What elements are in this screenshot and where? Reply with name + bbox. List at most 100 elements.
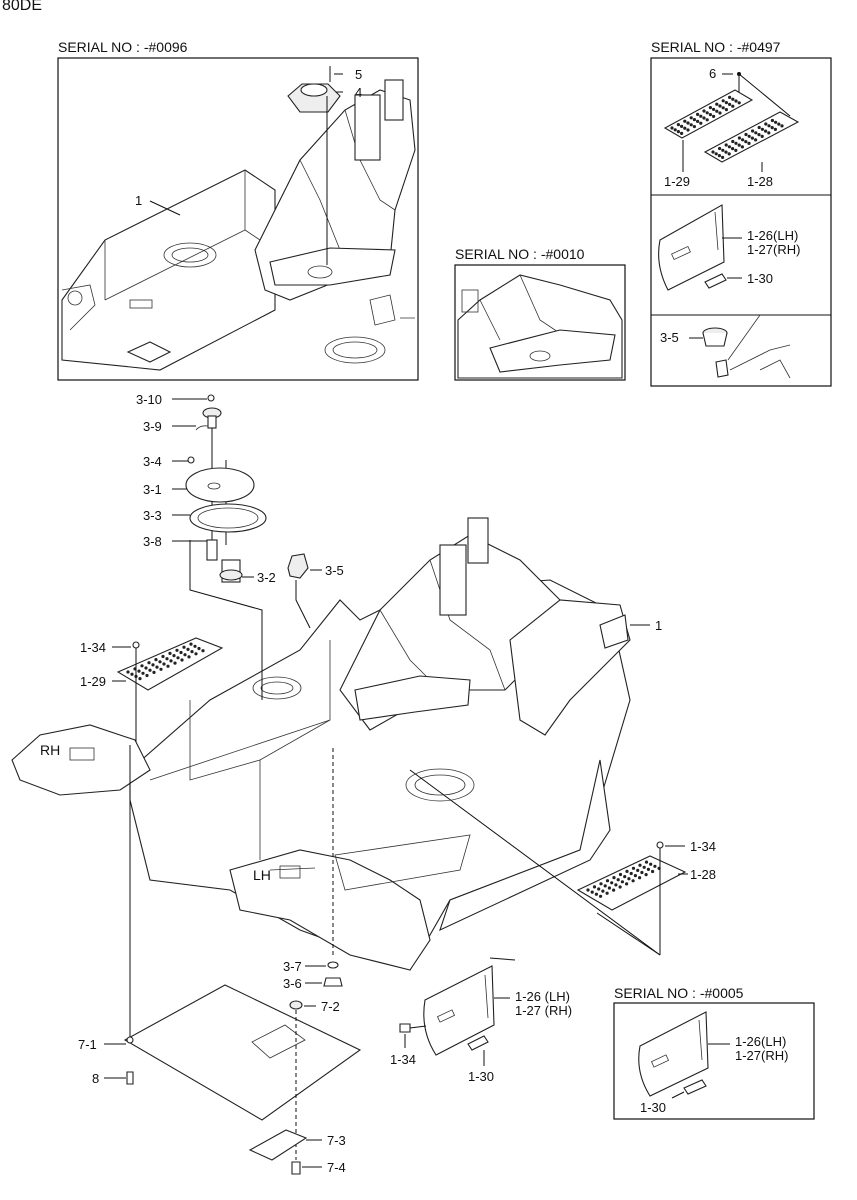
perforation-dot xyxy=(586,888,590,892)
perforation-dot xyxy=(137,669,141,673)
callout-1-26-d: 1-26(LH) xyxy=(735,1034,786,1049)
fuel-sender-stack xyxy=(185,394,311,700)
mount-detail-top xyxy=(689,314,791,379)
perforation-dot xyxy=(649,862,653,866)
perforation-dot xyxy=(754,138,758,142)
perforation-dot xyxy=(183,653,187,657)
perforation-dot xyxy=(614,883,618,887)
bottom-plate xyxy=(123,745,362,1175)
perforation-dot xyxy=(644,860,649,864)
perforation-dot xyxy=(625,869,629,874)
perforation-dot xyxy=(767,124,771,128)
perforation-dot xyxy=(696,112,700,116)
perforation-dot xyxy=(138,677,142,681)
perforation-dot xyxy=(757,125,761,130)
perforation-dot xyxy=(712,114,716,118)
side-label-rh: RH xyxy=(40,742,60,758)
panel-frame-0497 xyxy=(650,57,832,387)
perforation-dot xyxy=(676,123,681,127)
callout-1-28: 1-28 xyxy=(690,867,716,882)
panel-frame-0005 xyxy=(613,1002,815,1120)
perforation-dot xyxy=(601,889,605,893)
perforation-dot xyxy=(599,882,603,886)
perforation-dot xyxy=(605,879,610,883)
perforation-dot xyxy=(777,122,781,126)
perforation-dot xyxy=(734,99,738,103)
callout-3-2: 3-2 xyxy=(257,570,276,585)
perforation-dot xyxy=(165,657,169,661)
main-frame-assembly xyxy=(11,517,631,971)
perforation-dot xyxy=(721,99,725,103)
perforation-dot xyxy=(731,139,735,144)
perforation-dot xyxy=(689,123,693,127)
perforation-dot xyxy=(751,129,755,133)
perforation-dot xyxy=(676,130,681,134)
callout-1-30-top: 1-30 xyxy=(747,271,773,286)
perforation-dot xyxy=(166,664,170,668)
callout-1-26: 1-26 (LH) xyxy=(515,989,570,1004)
perforation-dot xyxy=(692,125,697,129)
perforation-dot xyxy=(180,658,184,662)
perforation-dot xyxy=(718,146,722,151)
perforation-dot xyxy=(155,665,159,669)
perforation-dot xyxy=(197,646,201,651)
perforation-dot xyxy=(727,152,731,156)
perforation-dot xyxy=(773,127,778,131)
perforation-dot xyxy=(737,101,741,105)
perforation-dot xyxy=(152,670,156,675)
perforation-dot xyxy=(754,131,758,135)
perforation-dot xyxy=(724,108,729,112)
perforation-dot xyxy=(610,881,614,885)
perforation-dot xyxy=(724,101,729,105)
perforation-dot xyxy=(702,109,706,113)
perforation-dot xyxy=(594,892,599,896)
frame-drawing-0010 xyxy=(457,274,623,379)
callout-1-28-top: 1-28 xyxy=(747,174,773,189)
perforation-dot xyxy=(744,132,748,137)
perforation-dot xyxy=(750,136,755,140)
callout-6: 6 xyxy=(709,66,716,81)
perforation-dot xyxy=(741,138,745,142)
step-plate-left xyxy=(116,637,224,742)
perforation-dot xyxy=(592,885,597,889)
side-label-lh: LH xyxy=(253,867,271,883)
callout-7-2: 7-2 xyxy=(321,999,340,1014)
perforation-dot xyxy=(744,140,748,144)
callout-3-6: 3-6 xyxy=(283,976,302,991)
perforation-dot xyxy=(692,118,697,122)
perforation-dot xyxy=(605,891,609,895)
callout-1-34-bottom: 1-34 xyxy=(390,1052,416,1067)
perforation-dot xyxy=(764,129,768,133)
perforation-dot xyxy=(612,876,616,880)
perforation-dot xyxy=(636,868,640,873)
perforation-dot xyxy=(618,885,622,889)
serial-panel-0096: SERIAL NO : -#0096 xyxy=(57,39,419,381)
perforation-dot xyxy=(699,121,703,125)
perforation-dot xyxy=(182,645,186,649)
perforation-dot xyxy=(705,118,709,122)
perforation-dot xyxy=(728,102,732,106)
perforation-dot xyxy=(715,109,719,113)
perforation-dot xyxy=(612,888,616,892)
perforation-dot xyxy=(686,128,690,132)
side-cover-main xyxy=(399,957,516,1066)
perforation-dot xyxy=(731,104,735,108)
callout-7-4: 7-4 xyxy=(327,1160,346,1175)
callout-1-34-right: 1-34 xyxy=(690,839,716,854)
perforation-dot xyxy=(721,148,725,152)
perforation-dot xyxy=(172,654,176,658)
side-cover-0005 xyxy=(638,1011,730,1099)
callout-7-1: 7-1 xyxy=(78,1037,97,1052)
callout-3-9: 3-9 xyxy=(143,419,162,434)
perforation-dot xyxy=(764,122,768,126)
perforation-dot xyxy=(159,667,163,671)
perforation-dot xyxy=(683,119,687,123)
perforation-dot xyxy=(616,878,620,882)
callout-5: 5 xyxy=(355,67,362,82)
perforation-dot xyxy=(724,150,728,154)
perforation-dot xyxy=(642,865,646,869)
perforation-dot xyxy=(717,154,722,158)
perforation-dot xyxy=(683,126,687,130)
step-plates-top xyxy=(663,72,800,172)
